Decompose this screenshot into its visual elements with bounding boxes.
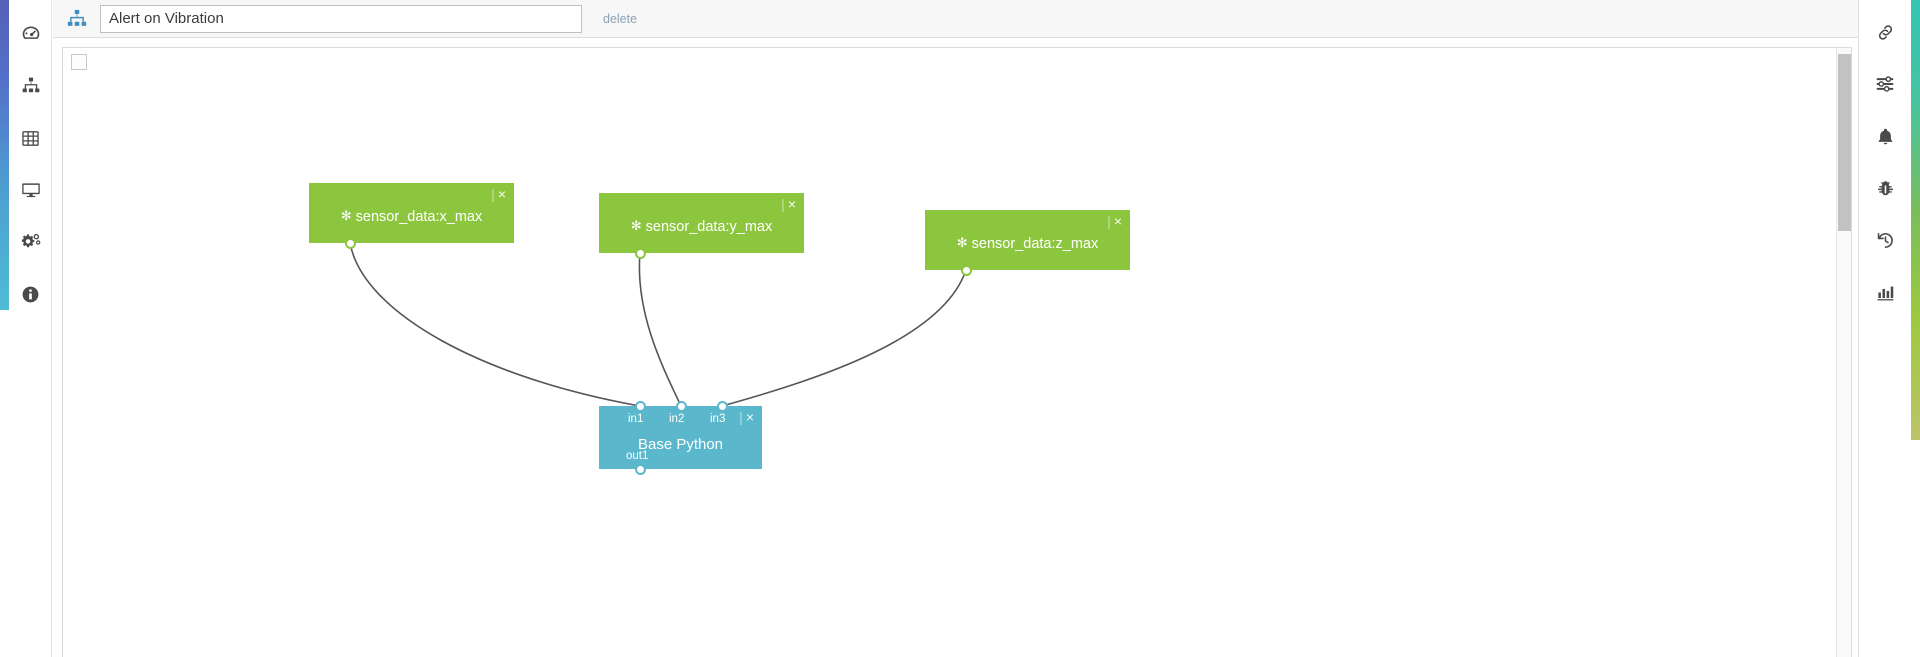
sidebar-item-settings[interactable] [9, 216, 52, 268]
port-label-in2: in2 [669, 413, 685, 425]
edge-x_max-out-to-base_python-in1[interactable] [349, 242, 641, 407]
node-label-text: Base Python [637, 436, 724, 453]
sitemap-icon[interactable] [64, 6, 90, 32]
asterisk-icon: ✻ [630, 218, 642, 233]
port-label-in1: in1 [628, 413, 644, 425]
panel-item-history[interactable] [1859, 214, 1911, 266]
delete-flow-link[interactable]: delete [603, 11, 638, 26]
node-close-icon[interactable]: |× [739, 409, 755, 425]
node-x_max[interactable]: |× ✻sensor_data:x_max [309, 183, 514, 249]
sitemap-icon [21, 76, 41, 96]
right-panel-rail [1858, 0, 1911, 657]
panel-item-alerts[interactable] [1859, 110, 1911, 162]
node-label-text: sensor_data:x_max [355, 209, 483, 225]
flow-title-input[interactable] [100, 4, 582, 33]
node-label: Base Python [599, 436, 762, 453]
dashboard-gauge-icon [21, 24, 41, 44]
node-y_max[interactable]: |× ✻sensor_data:y_max [599, 193, 804, 259]
asterisk-icon: ✻ [956, 235, 968, 250]
scrollbar-thumb[interactable] [1838, 54, 1851, 231]
info-circle-icon [21, 285, 40, 304]
gears-icon [21, 232, 41, 252]
sidebar-item-dashboard[interactable] [9, 8, 52, 60]
sidebar-item-info[interactable] [9, 268, 52, 320]
edge-z_max-out-to-base_python-in3[interactable] [721, 269, 967, 407]
port-label-in3: in3 [710, 413, 726, 425]
port-in2[interactable] [675, 400, 687, 412]
panel-item-links[interactable] [1859, 6, 1911, 58]
sidebar-item-flows[interactable] [9, 60, 52, 112]
history-undo-icon [1876, 231, 1895, 250]
brand-gradient-stripe-right [1911, 0, 1920, 440]
node-close-icon[interactable]: |× [1107, 213, 1123, 229]
monitor-icon [21, 180, 41, 200]
canvas-inner: |×✻sensor_data:x_max|×✻sensor_data:y_max… [63, 48, 1851, 657]
port-label-out1: out1 [626, 450, 649, 462]
node-body[interactable]: |× ✻sensor_data:x_max [309, 183, 514, 249]
panel-item-properties[interactable] [1859, 58, 1911, 110]
sliders-icon [1875, 74, 1895, 94]
editor-header: delete [53, 0, 1858, 38]
edge-layer [349, 242, 967, 407]
edge-y_max-out-to-base_python-in2[interactable] [638, 252, 682, 407]
node-label: ✻sensor_data:y_max [599, 218, 804, 235]
bar-chart-icon [1876, 283, 1895, 302]
sidebar-item-devices[interactable] [9, 164, 52, 216]
port-out[interactable] [344, 237, 356, 249]
node-close-icon[interactable]: |× [781, 196, 797, 212]
panel-item-debug[interactable] [1859, 162, 1911, 214]
node-body[interactable]: |× ✻sensor_data:z_max [925, 210, 1130, 276]
canvas-vertical-scrollbar[interactable] [1836, 48, 1851, 657]
port-out[interactable] [960, 264, 972, 276]
panel-item-analytics[interactable] [1859, 266, 1911, 318]
port-out[interactable] [634, 247, 646, 259]
node-label: ✻sensor_data:z_max [925, 235, 1130, 252]
canvas-collapse-handle[interactable] [71, 54, 87, 70]
sidebar-item-data[interactable] [9, 112, 52, 164]
port-in1[interactable] [634, 400, 646, 412]
flow-canvas[interactable]: |×✻sensor_data:x_max|×✻sensor_data:y_max… [62, 47, 1852, 657]
node-z_max[interactable]: |× ✻sensor_data:z_max [925, 210, 1130, 276]
brand-gradient-stripe-left [0, 0, 9, 310]
port-out1[interactable] [634, 463, 646, 475]
bug-icon [1876, 179, 1895, 198]
link-chain-icon [1876, 23, 1895, 42]
node-body[interactable]: |× Base Python in1 in2 in3 out1 [599, 400, 762, 475]
node-label-text: sensor_data:y_max [645, 219, 773, 235]
node-close-icon[interactable]: |× [491, 186, 507, 202]
bell-icon [1876, 127, 1895, 146]
left-nav-rail [9, 0, 52, 657]
table-grid-icon [21, 129, 40, 148]
port-in3[interactable] [716, 400, 728, 412]
node-label-text: sensor_data:z_max [971, 236, 1099, 252]
node-label: ✻sensor_data:x_max [309, 208, 514, 225]
node-base_python[interactable]: |× Base Python in1 in2 in3 out1 [599, 400, 762, 475]
asterisk-icon: ✻ [340, 208, 352, 223]
node-body[interactable]: |× ✻sensor_data:y_max [599, 193, 804, 259]
